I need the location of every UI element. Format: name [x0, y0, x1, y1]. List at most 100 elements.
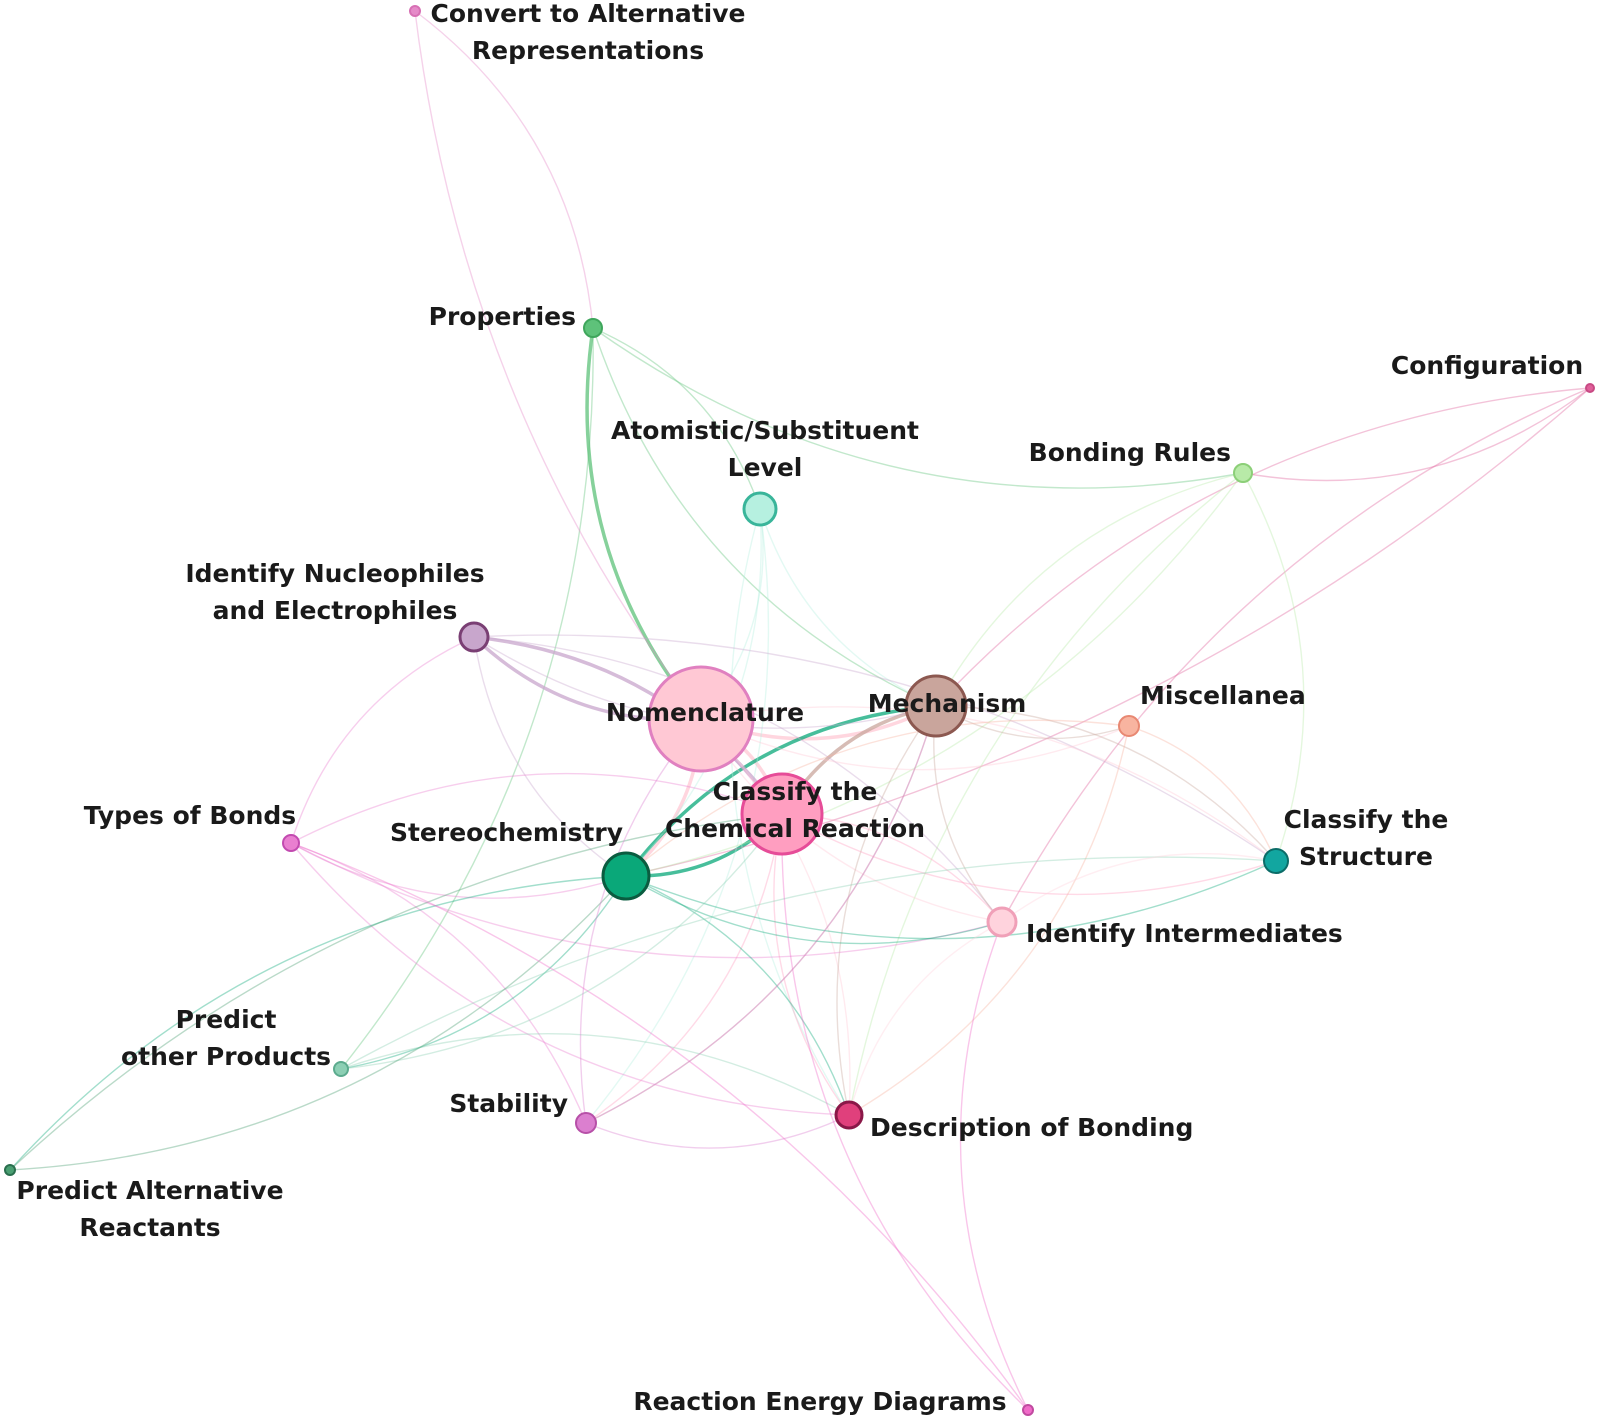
edge-predict-reactants-stereochemistry [9, 875, 627, 1171]
node-label-line: Level [728, 453, 803, 482]
edge-miscellanea-description-bonding [848, 725, 1130, 1116]
edge-types-bonds-stability [290, 842, 587, 1124]
edge-classify-reaction-stability [585, 813, 783, 1124]
edge-types-bonds-intermediates [290, 842, 1003, 959]
edge-properties-predict-products [340, 327, 594, 1070]
edge-mechanism-description-bonding [836, 705, 937, 1116]
node-label-types-bonds: Types of Bonds [84, 801, 296, 830]
edge-types-bonds-stereochemistry [290, 842, 627, 899]
edge-types-bonds-description-bonding [290, 842, 850, 1116]
node-label-bonding-rules: Bonding Rules [1029, 438, 1231, 467]
node-label-properties: Properties [429, 302, 576, 331]
node-label-line: Identify Nucleophiles [185, 559, 484, 588]
node-description-bonding[interactable] [834, 1100, 864, 1130]
nodes-layer [4, 5, 1595, 1416]
edge-convert-properties [414, 10, 594, 329]
edge-properties-bonding-rules [592, 327, 1244, 489]
node-label-reaction-energy: Reaction Energy Diagrams [633, 1387, 1006, 1416]
edge-bonding-rules-mechanism [935, 472, 1244, 707]
node-label-line: Nomenclature [606, 698, 804, 727]
edge-stereochemistry-intermediates [625, 875, 1003, 945]
node-label-line: Stability [449, 1089, 568, 1118]
edge-intermediates-description-bonding [848, 921, 1003, 1116]
node-label-line: Mechanism [868, 689, 1027, 718]
node-stereochemistry[interactable] [601, 851, 651, 901]
edge-stereochemistry-description-bonding [625, 875, 850, 1116]
edge-nucleophiles-classify-reaction [473, 635, 784, 816]
node-mechanism[interactable] [904, 674, 968, 738]
edge-nucleophiles-classify-structure [473, 634, 1277, 862]
edge-properties-nomenclature [585, 327, 703, 721]
node-nomenclature[interactable] [647, 665, 755, 773]
edge-predict-products-classify-reaction [340, 813, 783, 1070]
node-label-description-bonding: Description of Bonding [870, 1113, 1193, 1142]
node-classify-structure[interactable] [1263, 848, 1289, 874]
edge-types-bonds-nucleophiles [290, 636, 475, 844]
node-reaction-energy[interactable] [1022, 1404, 1034, 1416]
node-miscellanea[interactable] [1118, 715, 1140, 737]
node-label-line: Predict [176, 1005, 277, 1034]
node-label-line: Convert to Alternative [431, 0, 746, 28]
node-convert[interactable] [409, 5, 421, 17]
edge-bonding-rules-stereochemistry [625, 472, 1244, 877]
node-nucleophiles[interactable] [458, 621, 490, 653]
edge-configuration-mechanism [935, 387, 1591, 707]
edge-predict-products-classify-structure [340, 856, 1277, 1070]
edge-stability-mechanism [585, 705, 937, 1124]
edge-stereochemistry-predict-reactants [9, 875, 627, 1171]
edge-intermediates-classify-structure [1001, 853, 1277, 923]
node-classify-reaction[interactable] [740, 772, 824, 856]
node-label-line: Predict Alternative [16, 1176, 283, 1205]
edge-stability-nomenclature [579, 718, 702, 1124]
node-label-line: Types of Bonds [84, 801, 296, 830]
edge-nucleophiles-intermediates [473, 636, 1003, 923]
node-label-intermediates: Identify Intermediates [1026, 919, 1343, 948]
node-types-bonds[interactable] [282, 834, 300, 852]
edge-bonding-rules-classify-structure [1242, 472, 1305, 862]
edge-reaction-energy-intermediates [959, 921, 1029, 1411]
node-label-line: other Products [121, 1042, 331, 1071]
node-label-line: Identify Intermediates [1026, 919, 1343, 948]
edge-classify-reaction-description-bonding [773, 813, 850, 1116]
edge-nomenclature-classify-structure [700, 706, 1277, 862]
node-label-miscellanea: Miscellanea [1140, 681, 1306, 710]
node-label-line: Stereochemistry [390, 818, 623, 847]
node-label-line: Atomistic/Substituent [611, 416, 919, 445]
edge-configuration-intermediates [1001, 387, 1591, 923]
edge-reaction-energy-types-bonds [290, 842, 1029, 1411]
edge-reaction-energy-classify-reaction [781, 813, 1029, 1411]
node-predict-reactants[interactable] [4, 1164, 16, 1176]
node-label-nomenclature: Nomenclature [606, 698, 804, 727]
node-label-line: Miscellanea [1140, 681, 1306, 710]
node-atomistic[interactable] [742, 491, 778, 527]
node-label-configuration: Configuration [1391, 351, 1583, 380]
edge-stereochemistry-classify-structure [625, 860, 1277, 940]
edge-mechanism-intermediates [933, 705, 1003, 923]
node-configuration[interactable] [1585, 383, 1595, 393]
node-properties[interactable] [583, 318, 603, 338]
edge-predict-reactants-classify-reaction [9, 813, 783, 1171]
edge-mechanism-classify-structure [935, 705, 1277, 862]
edge-miscellanea-classify-structure [1128, 725, 1277, 862]
edge-mechanism-stability [585, 705, 937, 1124]
node-predict-products[interactable] [333, 1061, 349, 1077]
edge-atomistic-description-bonding [729, 508, 850, 1116]
edge-bonding-rules-description-bonding [848, 472, 1244, 1116]
node-label-mechanism: Mechanism [868, 689, 1027, 718]
node-intermediates[interactable] [986, 906, 1018, 938]
node-label-line: Description of Bonding [870, 1113, 1193, 1142]
node-label-stereochemistry: Stereochemistry [390, 818, 623, 847]
node-label-line: Configuration [1391, 351, 1583, 380]
node-label-predict-products: Predict other Products [121, 1005, 331, 1071]
node-label-line: Structure [1299, 842, 1433, 871]
node-stability[interactable] [575, 1112, 597, 1134]
edge-nucleophiles-stereochemistry [473, 636, 627, 877]
edge-miscellanea-stereochemistry [625, 719, 1130, 877]
node-bonding-rules[interactable] [1233, 463, 1253, 483]
